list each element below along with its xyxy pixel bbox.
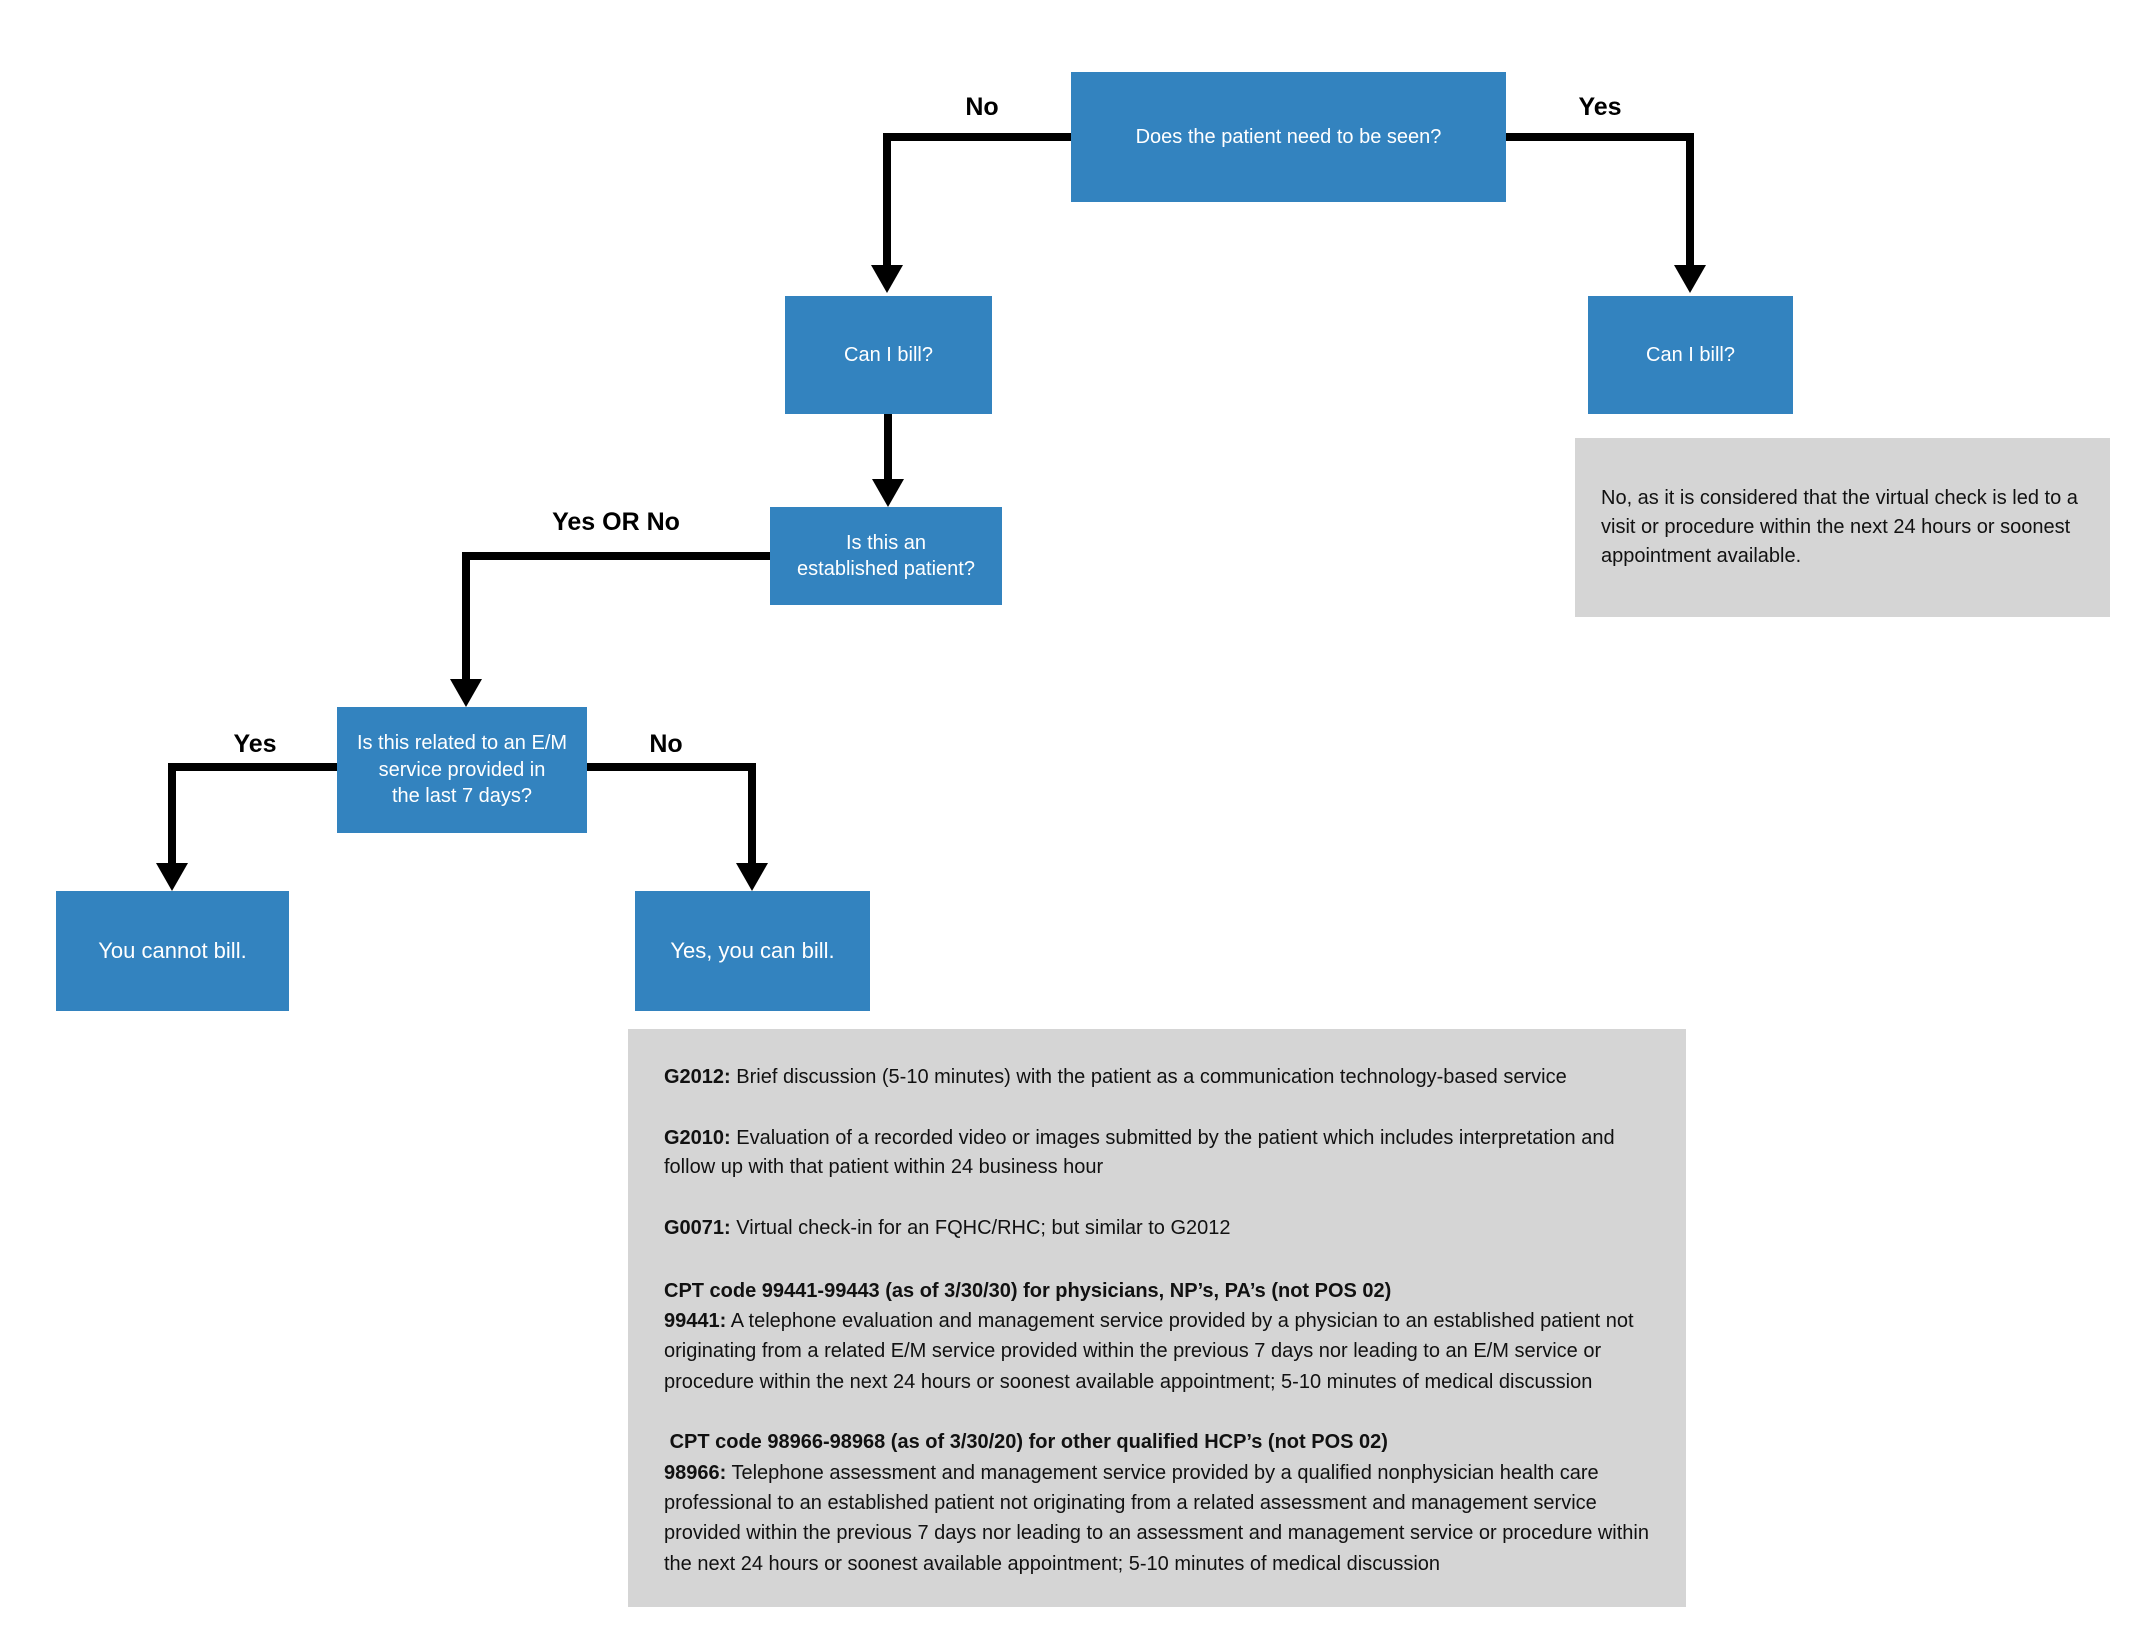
code-item-98966-code: 98966: (664, 1461, 727, 1484)
node-can-bill: Yes, you can bill. (635, 891, 870, 1011)
arrowhead-no-top (871, 265, 903, 293)
code-item-g2010-desc: Evaluation of a recorded video or images… (664, 1127, 1621, 1178)
node-can-i-bill-right: Can I bill? (1588, 296, 1793, 414)
code-item-99441-desc: A telephone evaluation and management se… (664, 1309, 1640, 1393)
note-cannot-bill-reason-text: No, as it is considered that the virtual… (1601, 487, 2078, 567)
code-item-98966-desc: Telephone assessment and management serv… (664, 1461, 1655, 1575)
code-item-g2012: G2012: Brief discussion (5-10 minutes) w… (664, 1063, 1654, 1091)
node-established-patient: Is this an established patient? (770, 507, 1002, 605)
code-item-cpt-99441: CPT code 99441-99443 (as of 3/30/30) for… (664, 1276, 1654, 1398)
code-item-cpt-98966-heading: CPT code 98966-98968 (as of 3/30/20) for… (664, 1431, 1388, 1454)
node-root-question: Does the patient need to be seen? (1071, 72, 1506, 202)
code-item-g0071: G0071: Virtual check-in for an FQHC/RHC;… (664, 1214, 1654, 1242)
connector-yesorno-horizontal (462, 552, 770, 560)
connector-no-right-vertical (748, 763, 756, 864)
node-em-service: Is this related to an E/M service provid… (337, 707, 587, 833)
connector-no-right-horizontal (587, 763, 756, 771)
code-item-g0071-code: G0071: (664, 1217, 731, 1240)
code-item-cpt-99441-heading: CPT code 99441-99443 (as of 3/30/30) for… (664, 1279, 1392, 1302)
connector-yes-left-horizontal (168, 763, 337, 771)
arrowhead-yes-left (156, 863, 188, 891)
connector-no-top-horizontal (883, 133, 1071, 141)
code-item-g2012-code: G2012: (664, 1066, 731, 1088)
edge-label-no-right: No (649, 730, 683, 758)
panel-billing-codes: G2012: Brief discussion (5-10 minutes) w… (628, 1029, 1686, 1607)
edge-label-yes-left: Yes (233, 730, 277, 758)
arrowhead-canbill-down (872, 479, 904, 507)
arrowhead-no-right (736, 863, 768, 891)
code-item-99441-code: 99441: (664, 1309, 727, 1332)
code-item-g0071-desc: Virtual check-in for an FQHC/RHC; but si… (730, 1217, 1231, 1240)
code-item-g2010: G2010: Evaluation of a recorded video or… (664, 1124, 1654, 1181)
edge-label-yes-or-no: Yes OR No (552, 508, 680, 536)
connector-canbill-down (884, 414, 892, 480)
arrowhead-yes-top (1674, 265, 1706, 293)
note-cannot-bill-reason: No, as it is considered that the virtual… (1575, 438, 2110, 617)
code-item-g2010-code: G2010: (664, 1127, 731, 1150)
node-can-i-bill-left: Can I bill? (785, 296, 992, 414)
node-cannot-bill: You cannot bill. (56, 891, 289, 1011)
connector-yesorno-vertical (462, 552, 470, 680)
connector-yes-top-vertical (1686, 133, 1694, 266)
code-item-cpt-98966: CPT code 98966-98968 (as of 3/30/20) for… (664, 1427, 1654, 1579)
connector-yes-left-vertical (168, 763, 176, 864)
edge-label-yes-top: Yes (1578, 93, 1622, 121)
arrowhead-yesorno (450, 679, 482, 707)
connector-no-top-vertical (883, 133, 891, 266)
connector-yes-top-horizontal (1506, 133, 1694, 141)
code-item-g2012-desc: Brief discussion (5-10 minutes) with the… (730, 1066, 1567, 1088)
edge-label-no-top: No (965, 93, 999, 121)
